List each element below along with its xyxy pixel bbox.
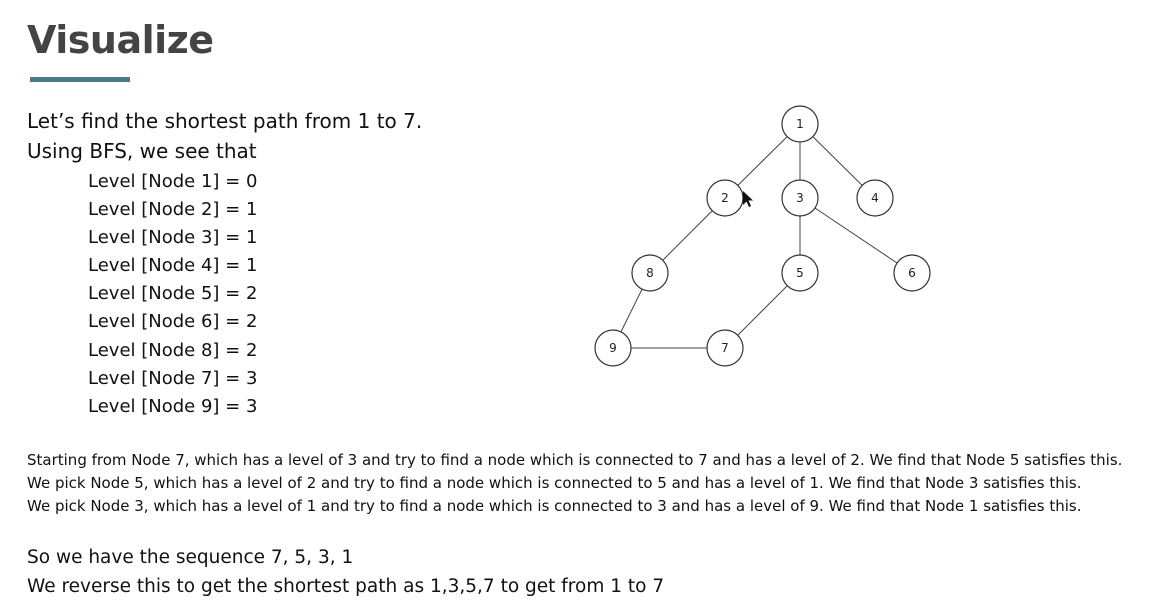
level-item: Level [Node 7] = 3	[88, 367, 258, 389]
title-underline	[30, 77, 130, 82]
graph-node-2: 2	[706, 179, 744, 217]
node-circle	[893, 254, 931, 292]
explanation-line: We pick Node 3, which has a level of 1 a…	[27, 497, 1082, 515]
node-label: 2	[721, 191, 729, 205]
level-item: Level [Node 1] = 0	[88, 171, 258, 192]
slide-title: Visualize	[27, 18, 214, 62]
graph-node-1: 1	[781, 105, 819, 143]
node-circle	[781, 254, 819, 292]
node-circle	[856, 179, 894, 217]
node-label: 3	[796, 191, 804, 205]
node-label: 8	[646, 266, 654, 280]
graph-node-9: 9	[594, 329, 632, 367]
node-circle	[706, 179, 744, 217]
graph-node-3: 3	[781, 179, 819, 217]
explanation-line: Starting from Node 7, which has a level …	[27, 451, 1123, 469]
level-item: Level [Node 9] = 3	[88, 395, 258, 417]
level-item: Level [Node 6] = 2	[88, 311, 258, 333]
graph-node-4: 4	[856, 179, 894, 217]
graph-node-6: 6	[893, 254, 931, 292]
node-label: 4	[871, 191, 879, 205]
intro-line: Using BFS, we see that	[27, 139, 257, 163]
node-circle	[706, 329, 744, 367]
node-circle	[594, 329, 632, 367]
mouse-cursor-icon	[743, 191, 753, 207]
explanation-line: We pick Node 5, which has a level of 2 a…	[27, 474, 1082, 492]
node-label: 6	[908, 266, 916, 280]
node-circle	[781, 105, 819, 143]
conclusion-line: We reverse this to get the shortest path…	[27, 575, 665, 597]
node-label: 1	[796, 117, 804, 131]
node-label: 5	[796, 266, 804, 280]
explanation-paragraph: Starting from Node 7, which has a level …	[27, 449, 1167, 518]
graph-edge-1-4	[812, 136, 863, 186]
graph-edge-1-2	[737, 136, 788, 186]
graph-node-7: 7	[706, 329, 744, 367]
bfs-level-list: Level [Node 1] = 0 Level [Node 2] = 1 Le…	[88, 168, 257, 421]
conclusion-text: So we have the sequence 7, 5, 3, 1 We re…	[27, 544, 664, 601]
conclusion-line: So we have the sequence 7, 5, 3, 1	[27, 547, 354, 568]
node-circle	[631, 254, 669, 292]
level-item: Level [Node 3] = 1	[88, 227, 258, 249]
graph-node-8: 8	[631, 254, 669, 292]
level-item: Level [Node 2] = 1	[88, 199, 258, 221]
graph-edge-2-8	[662, 210, 713, 261]
graph-edge-8-9	[620, 288, 643, 333]
level-item: Level [Node 8] = 2	[88, 339, 258, 361]
graph-edges	[620, 136, 898, 349]
node-label: 7	[721, 341, 729, 355]
level-item: Level [Node 4] = 1	[88, 255, 258, 277]
graph-node-5: 5	[781, 254, 819, 292]
level-item: Level [Node 5] = 2	[88, 283, 258, 305]
graph-nodes: 1 2 3 4 5 6 7 8 9	[594, 105, 931, 367]
intro-line: Let’s find the shortest path from 1 to 7…	[27, 109, 423, 133]
graph-edge-3-6	[814, 207, 898, 264]
node-circle	[781, 179, 819, 217]
node-label: 9	[609, 341, 617, 355]
graph-edge-7-5	[737, 285, 788, 336]
intro-text: Let’s find the shortest path from 1 to 7…	[27, 106, 422, 166]
